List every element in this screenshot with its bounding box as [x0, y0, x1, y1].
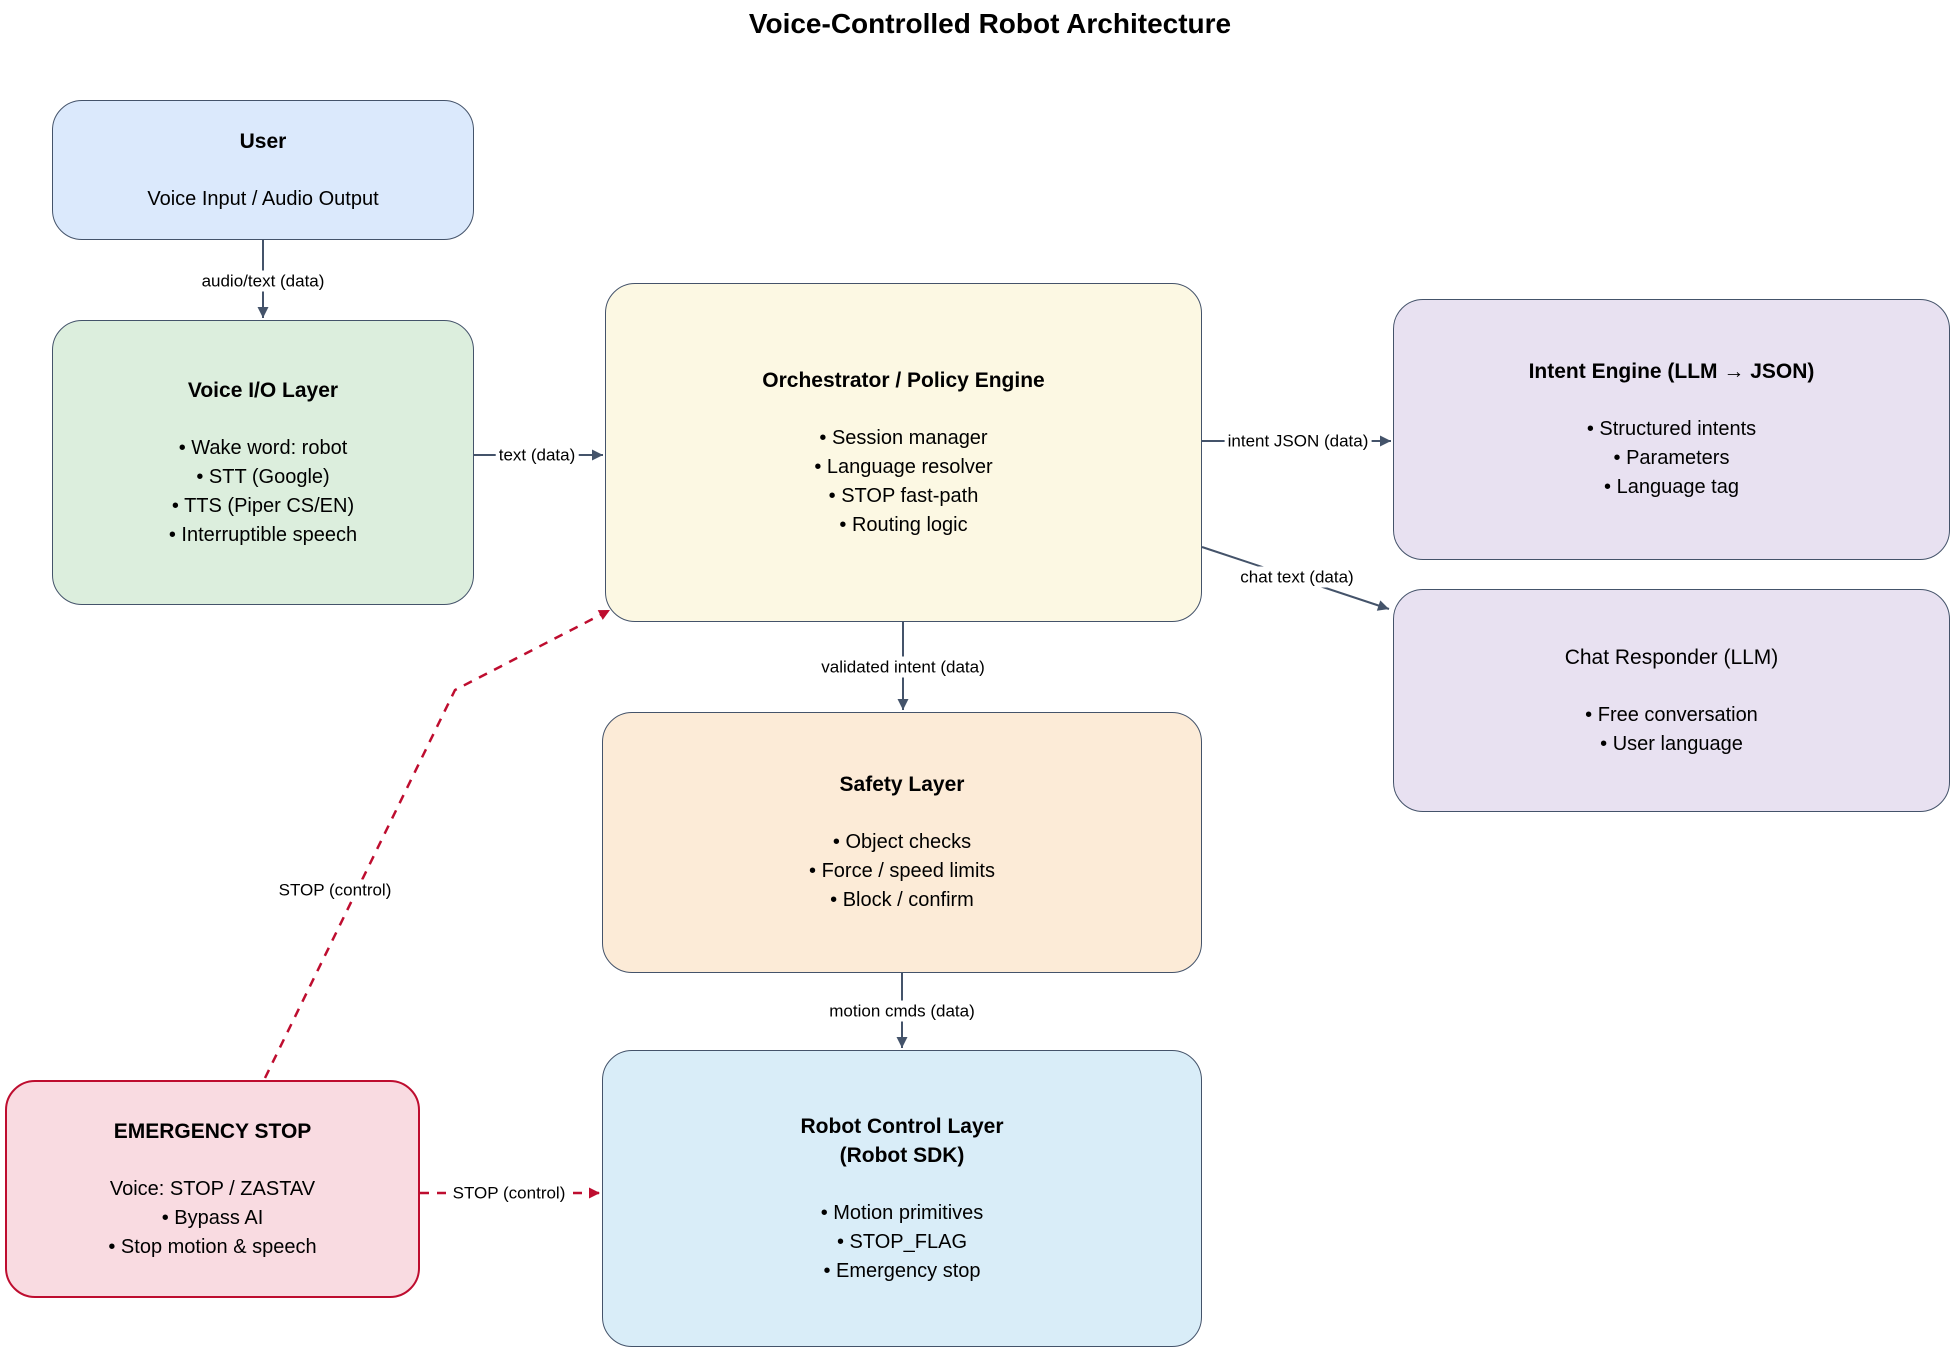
node-emergency-stop-title: EMERGENCY STOP — [113, 1119, 312, 1143]
edge-label-motion-cmds: motion cmds (data) — [826, 1000, 978, 1022]
node-robot-control-line: • Motion primitives — [820, 1201, 984, 1224]
node-emergency-stop-line: Voice: STOP / ZASTAV — [109, 1177, 316, 1200]
node-voice-io-layer: Voice I/O Layer • Wake word: robot • STT… — [52, 320, 474, 605]
node-intent-engine-line: • Structured intents — [1586, 418, 1757, 440]
node-safety-layer-title: Safety Layer — [839, 773, 965, 796]
node-robot-control-line: • Emergency stop — [823, 1259, 981, 1282]
node-intent-engine: Intent Engine (LLM → JSON) • Structured … — [1393, 299, 1950, 560]
node-orchestrator-line: • Routing logic — [839, 513, 968, 536]
node-orchestrator-line: • Language resolver — [814, 455, 993, 478]
node-chat-responder-line: • User language — [1600, 732, 1743, 755]
node-user-line: Voice Input / Audio Output — [147, 187, 379, 210]
node-user-title: User — [239, 129, 287, 153]
node-intent-engine-line: • Language tag — [1604, 476, 1739, 498]
node-robot-control-title: Robot Control Layer (Robot SDK) — [801, 1112, 1004, 1170]
node-emergency-stop: EMERGENCY STOP Voice: STOP / ZASTAV • By… — [5, 1080, 420, 1298]
node-safety-layer: Safety Layer • Object checks • Force / s… — [602, 712, 1202, 973]
node-robot-control-layer: Robot Control Layer (Robot SDK) • Motion… — [602, 1050, 1202, 1347]
node-robot-control-title-line: (Robot SDK) — [839, 1143, 965, 1167]
node-orchestrator-title: Orchestrator / Policy Engine — [762, 368, 1045, 392]
node-voice-io-line: • STT (Google) — [196, 465, 330, 488]
edge-label-stop-control-horizontal: STOP (control) — [449, 1182, 569, 1204]
edge-label-audio-text: audio/text (data) — [198, 270, 328, 292]
node-emergency-stop-line: • Bypass AI — [161, 1206, 264, 1229]
edge-label-stop-control-diagonal: STOP (control) — [275, 879, 395, 901]
node-robot-control-title-line: Robot Control Layer — [800, 1114, 1004, 1138]
node-chat-responder-title: Chat Responder (LLM) — [1564, 645, 1779, 669]
node-orchestrator-line: • STOP fast-path — [828, 484, 979, 507]
node-voice-io-title: Voice I/O Layer — [187, 378, 339, 402]
node-voice-io-line: • Interruptible speech — [168, 523, 358, 546]
edge-label-validated-intent: validated intent (data) — [818, 656, 988, 678]
node-intent-engine-title: Intent Engine (LLM → JSON) — [1528, 360, 1815, 383]
node-chat-responder: Chat Responder (LLM) • Free conversation… — [1393, 589, 1950, 812]
node-safety-layer-line: • Force / speed limits — [809, 860, 995, 882]
arrow-emergency-to-orchestrator — [263, 608, 611, 1079]
node-intent-engine-line: • Parameters — [1613, 447, 1730, 469]
edge-label-text-data: text (data) — [495, 444, 579, 466]
diagram-title: Voice-Controlled Robot Architecture — [748, 8, 1232, 39]
node-orchestrator-line: • Session manager — [819, 426, 988, 449]
node-user: User Voice Input / Audio Output — [52, 100, 474, 240]
node-emergency-stop-line: • Stop motion & speech — [108, 1235, 317, 1258]
node-safety-layer-line: • Block / confirm — [830, 889, 974, 911]
node-chat-responder-line: • Free conversation — [1585, 703, 1758, 726]
edge-label-chat-text: chat text (data) — [1237, 566, 1357, 588]
edge-label-intent-json: intent JSON (data) — [1224, 430, 1372, 452]
node-safety-layer-line: • Object checks — [832, 831, 972, 853]
node-robot-control-line: • STOP_FLAG — [836, 1230, 967, 1253]
node-voice-io-line: • TTS (Piper CS/EN) — [171, 494, 355, 517]
node-voice-io-line: • Wake word: robot — [178, 436, 348, 459]
node-orchestrator: Orchestrator / Policy Engine • Session m… — [605, 283, 1202, 622]
